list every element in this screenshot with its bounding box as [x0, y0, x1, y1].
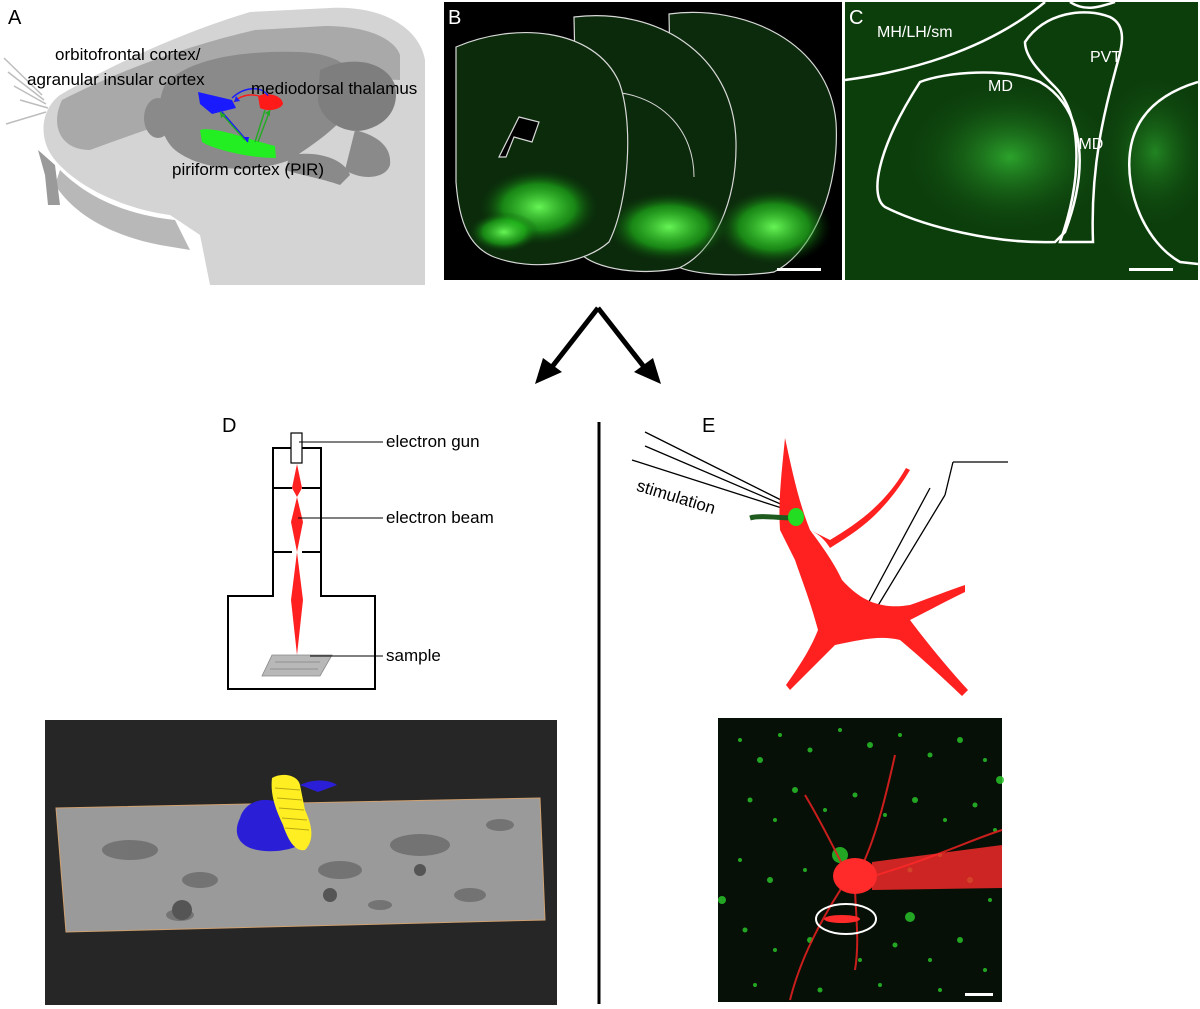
em-slice	[56, 798, 545, 932]
thalamus-fluorescence-image	[845, 2, 1198, 280]
panel-letter-d: D	[222, 415, 237, 437]
panel-b: B	[444, 2, 842, 280]
electron-microscope-schematic	[45, 432, 557, 1005]
panel-letter-e: E	[702, 415, 716, 437]
label-orbitofrontal-line1: orbitofrontal cortex/	[55, 45, 201, 64]
arrow-right-head	[634, 358, 661, 384]
coronal-sections-image	[455, 11, 838, 276]
label-imd: IMD	[1074, 136, 1104, 153]
label-mh-lh-sm: MH/LH/sm	[877, 24, 953, 41]
arrow-left-head	[535, 358, 562, 384]
label-sample: sample	[386, 646, 441, 665]
patch-clamp-schematic	[631, 431, 1008, 1002]
panel-letter-a: A	[8, 7, 22, 29]
ofc-region	[198, 92, 236, 114]
panel-letter-b: B	[448, 7, 462, 29]
panel-d: D electron gun electron beam sample	[0, 400, 590, 1009]
label-md: MD	[988, 78, 1013, 95]
panel-e: E stimulation	[610, 400, 1200, 1009]
scale-bar-c	[1129, 268, 1173, 271]
panel-c: C MH/LH/sm PVT MD IMD	[845, 2, 1198, 280]
sample-slab	[261, 654, 333, 677]
scale-bar-b	[777, 268, 821, 271]
bouton-highlight-circle	[815, 903, 877, 935]
scale-bar-e	[965, 993, 993, 996]
label-piriform-cortex: piriform cortex (PIR)	[172, 160, 325, 179]
rat-head-illustration	[3, 7, 426, 285]
axon-bouton	[788, 508, 804, 526]
neuron-cell	[779, 438, 968, 696]
panel-letter-c: C	[849, 7, 864, 29]
pir-region	[200, 129, 276, 158]
electron-gun-box	[290, 432, 303, 464]
label-orbitofrontal-line2: agranular insular cortex	[27, 70, 205, 89]
axon-fiber	[749, 514, 791, 521]
em-yellow-structure	[271, 774, 312, 851]
label-electron-beam: electron beam	[386, 508, 494, 527]
label-electron-gun: electron gun	[386, 432, 480, 451]
panel-a: A orbitofrontal cortex/ agranular insula…	[0, 0, 440, 285]
label-mediodorsal-thalamus: mediodorsal thalamus	[251, 79, 418, 98]
label-pvt: PVT	[1090, 49, 1122, 66]
